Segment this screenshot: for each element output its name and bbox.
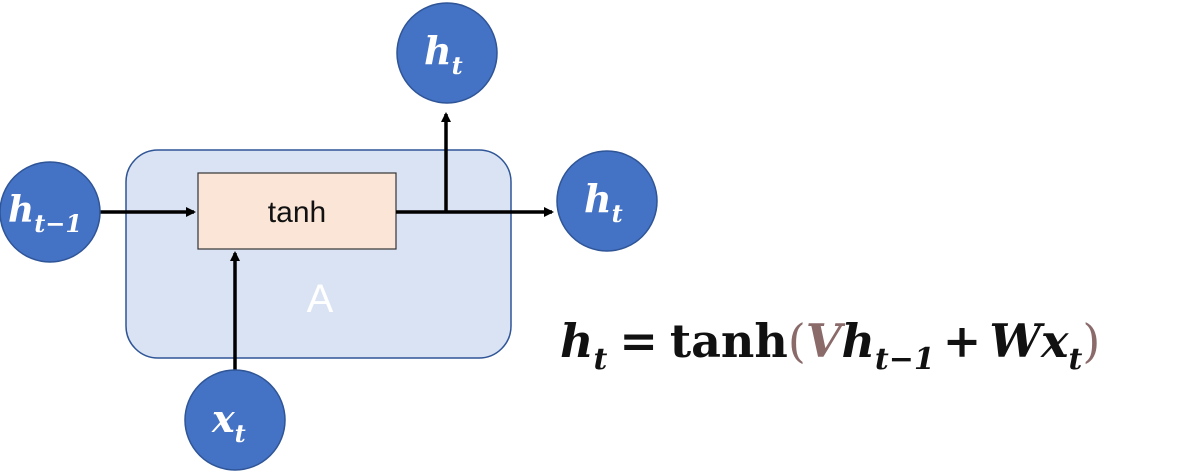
node-output-right: ht — [556, 150, 658, 252]
svg-text:ht: ht — [584, 176, 623, 228]
svg-text:ht−1: ht−1 — [8, 189, 82, 238]
node-output-top: ht — [396, 2, 498, 104]
tanh-label: tanh — [268, 196, 326, 229]
node-prev-hidden: ht−1 — [0, 161, 101, 263]
equation: ht=tanh(Vht−1+Wxt) — [560, 314, 1100, 377]
svg-text:xt: xt — [211, 396, 246, 448]
rnn-cell-label: A — [307, 277, 334, 321]
tanh-box — [197, 172, 397, 250]
svg-text:ht: ht — [424, 28, 463, 80]
node-input: xt — [184, 369, 286, 471]
